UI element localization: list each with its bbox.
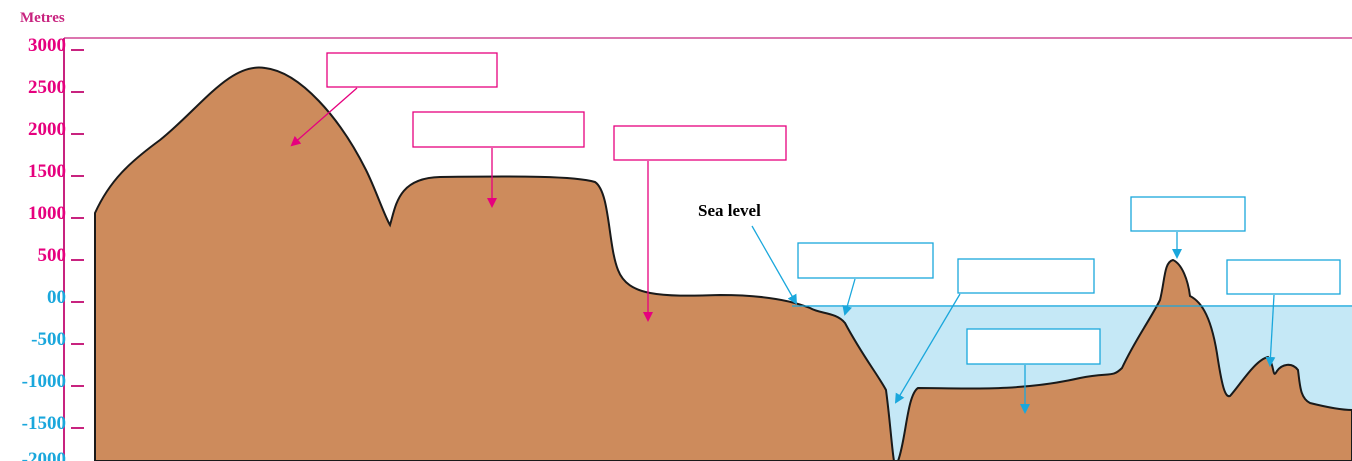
tick-label: 2500 bbox=[28, 77, 66, 98]
label-box-mountain[interactable] bbox=[326, 52, 498, 88]
tick-label: -2000 bbox=[22, 449, 66, 461]
arrow-mountain bbox=[290, 87, 358, 147]
tick-label: 1500 bbox=[28, 161, 66, 182]
label-box-plain[interactable] bbox=[613, 125, 787, 161]
axis-title: Metres bbox=[20, 10, 65, 26]
tick-label: -1000 bbox=[22, 371, 66, 392]
tick-label: 500 bbox=[38, 245, 67, 266]
label-box-frame[interactable] bbox=[613, 125, 787, 161]
label-box-frame[interactable] bbox=[966, 328, 1101, 365]
arrow-ocean-trench bbox=[894, 293, 961, 404]
land-profile bbox=[94, 66, 1352, 461]
sea-level-label: Sea level bbox=[698, 201, 761, 220]
arrow-continental-shelf bbox=[842, 278, 856, 316]
label-box-frame[interactable] bbox=[412, 111, 585, 148]
sea-level-arrow bbox=[751, 225, 797, 305]
arrow-seamount bbox=[1265, 294, 1276, 367]
tick-label: 2000 bbox=[28, 119, 66, 140]
label-box-plateau[interactable] bbox=[412, 111, 585, 148]
tick-label: 1000 bbox=[28, 203, 66, 224]
tick-label: -500 bbox=[31, 329, 66, 350]
label-box-frame[interactable] bbox=[326, 52, 498, 88]
tick-label: 00 bbox=[47, 287, 66, 308]
axis-ticks bbox=[71, 49, 84, 429]
axis-tick-labels: 3000 2500 2000 1500 1000 500 00 -500 -10… bbox=[22, 35, 66, 461]
label-box-seamount[interactable] bbox=[1226, 259, 1341, 295]
label-box-continental-shelf[interactable] bbox=[797, 242, 934, 279]
label-box-frame[interactable] bbox=[797, 242, 934, 279]
label-box-abyssal-plain[interactable] bbox=[966, 328, 1101, 365]
label-box-frame[interactable] bbox=[1226, 259, 1341, 295]
tick-label: 3000 bbox=[28, 35, 66, 56]
label-box-frame[interactable] bbox=[1130, 196, 1246, 232]
tick-label: -1500 bbox=[22, 413, 66, 434]
label-box-island[interactable] bbox=[1130, 196, 1246, 232]
label-box-ocean-trench[interactable] bbox=[957, 258, 1095, 294]
label-box-frame[interactable] bbox=[957, 258, 1095, 294]
